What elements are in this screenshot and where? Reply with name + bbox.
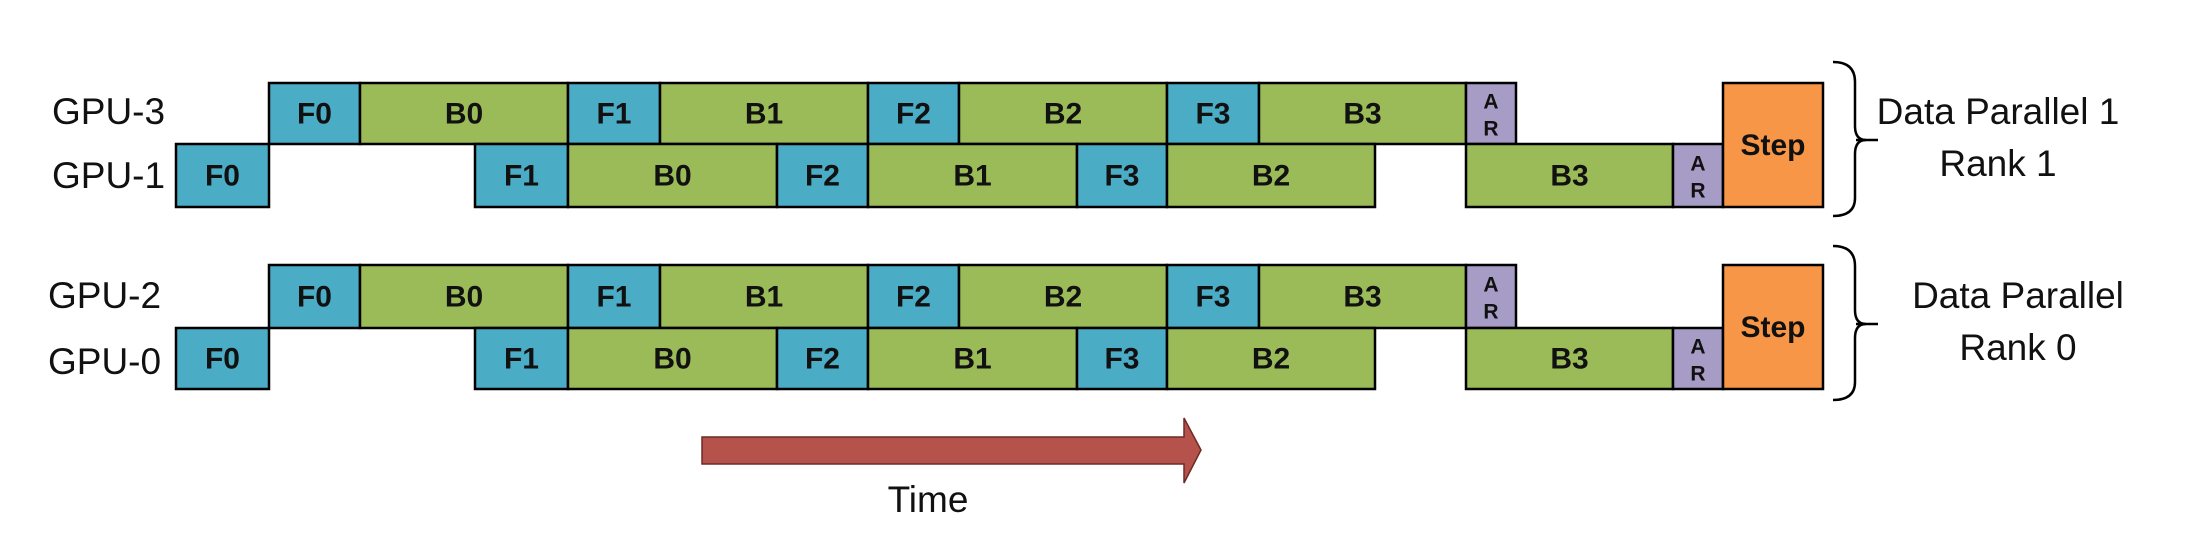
backward-block-label: B2 <box>1252 160 1290 193</box>
gpu-label-gpu-3: GPU-3 <box>52 91 165 132</box>
backward-block-label: B1 <box>953 343 991 376</box>
forward-block <box>1165 263 1261 330</box>
backward-block-label: B3 <box>1550 343 1588 376</box>
group-label-line2: Rank 1 <box>1939 143 2056 184</box>
backward-block-label: B1 <box>745 281 783 314</box>
forward-block-label: F0 <box>205 160 240 193</box>
backward-block <box>658 263 870 330</box>
timeline-row-gpu-2: F0 B0 F1 B1 F2 B2 F3 B3 AR <box>267 263 1518 330</box>
allreduce-label-top: A <box>1483 274 1498 297</box>
backward-block <box>358 263 570 330</box>
forward-block-label: F1 <box>504 160 539 193</box>
forward-block <box>174 326 271 391</box>
time-label: Time <box>888 479 969 520</box>
step-box <box>1721 263 1825 391</box>
backward-block <box>566 142 779 209</box>
forward-block <box>267 263 362 330</box>
group-label-line1: Data Parallel 1 <box>1877 91 2120 132</box>
forward-block-label: F3 <box>1195 98 1230 131</box>
time-arrow: Time <box>701 417 1202 520</box>
timeline-row-gpu-0: F0 F1 B0 F2 B1 F3 B2 B3 AR <box>174 326 1725 391</box>
backward-block-label: B1 <box>953 160 991 193</box>
forward-block <box>174 142 271 209</box>
forward-block-label: F2 <box>896 281 931 314</box>
allreduce-label-bottom: R <box>1483 301 1498 324</box>
group-label-line1: Data Parallel <box>1912 275 2124 316</box>
backward-block <box>1165 142 1377 209</box>
allreduce-label-top: A <box>1690 153 1705 176</box>
backward-block-label: B0 <box>653 160 691 193</box>
backward-block-label: B3 <box>1550 160 1588 193</box>
forward-block-label: F3 <box>1104 343 1139 376</box>
forward-block <box>566 263 662 330</box>
backward-block-label: B2 <box>1044 281 1082 314</box>
step-box <box>1721 81 1825 209</box>
forward-block <box>775 326 870 391</box>
backward-block <box>1257 81 1468 146</box>
backward-block <box>866 142 1079 209</box>
step-block: Step <box>1721 263 1825 391</box>
timeline-row-gpu-3: F0 B0 F1 B1 F2 B2 F3 B3 AR <box>267 81 1518 146</box>
allreduce-label-bottom: R <box>1690 363 1705 386</box>
forward-block <box>866 263 961 330</box>
backward-block-label: B0 <box>445 98 483 131</box>
backward-block-label: B1 <box>745 98 783 131</box>
forward-block-label: F0 <box>297 98 332 131</box>
allreduce-label-top: A <box>1483 91 1498 114</box>
backward-block <box>566 326 779 391</box>
forward-block-label: F2 <box>805 160 840 193</box>
backward-block <box>1165 326 1377 391</box>
backward-block-label: B3 <box>1343 98 1381 131</box>
backward-block <box>866 326 1079 391</box>
backward-block-label: B2 <box>1044 98 1082 131</box>
backward-block <box>957 81 1169 146</box>
backward-block <box>1464 142 1675 209</box>
backward-block-label: B0 <box>445 281 483 314</box>
backward-block <box>1464 326 1675 391</box>
backward-block-label: B2 <box>1252 343 1290 376</box>
forward-block-label: F1 <box>596 281 631 314</box>
forward-block-label: F0 <box>297 281 332 314</box>
gpu-label-gpu-0: GPU-0 <box>48 341 161 382</box>
forward-block-label: F0 <box>205 343 240 376</box>
backward-block-label: B0 <box>653 343 691 376</box>
forward-block-label: F1 <box>504 343 539 376</box>
allreduce-label-top: A <box>1690 336 1705 359</box>
backward-block <box>358 81 570 146</box>
forward-block-label: F2 <box>805 343 840 376</box>
group-label-line2: Rank 0 <box>1959 327 2076 368</box>
forward-block <box>775 142 870 209</box>
backward-block-label: B3 <box>1343 281 1381 314</box>
gpu-label-gpu-1: GPU-1 <box>52 155 165 196</box>
forward-block-label: F3 <box>1195 281 1230 314</box>
allreduce-label-bottom: R <box>1690 180 1705 203</box>
timeline-row-gpu-1: F0 F1 B0 F2 B1 F3 B2 B3 AR <box>174 142 1725 209</box>
step-label: Step <box>1740 129 1805 162</box>
forward-block-label: F1 <box>596 98 631 131</box>
backward-block <box>1257 263 1468 330</box>
forward-block <box>267 81 362 146</box>
forward-block-label: F2 <box>896 98 931 131</box>
arrow-right-icon <box>701 417 1202 484</box>
step-label: Step <box>1740 311 1805 344</box>
gpu-label-gpu-2: GPU-2 <box>48 275 161 316</box>
step-block: Step <box>1721 81 1825 209</box>
forward-block <box>473 326 570 391</box>
allreduce-label-bottom: R <box>1483 118 1498 141</box>
forward-block-label: F3 <box>1104 160 1139 193</box>
